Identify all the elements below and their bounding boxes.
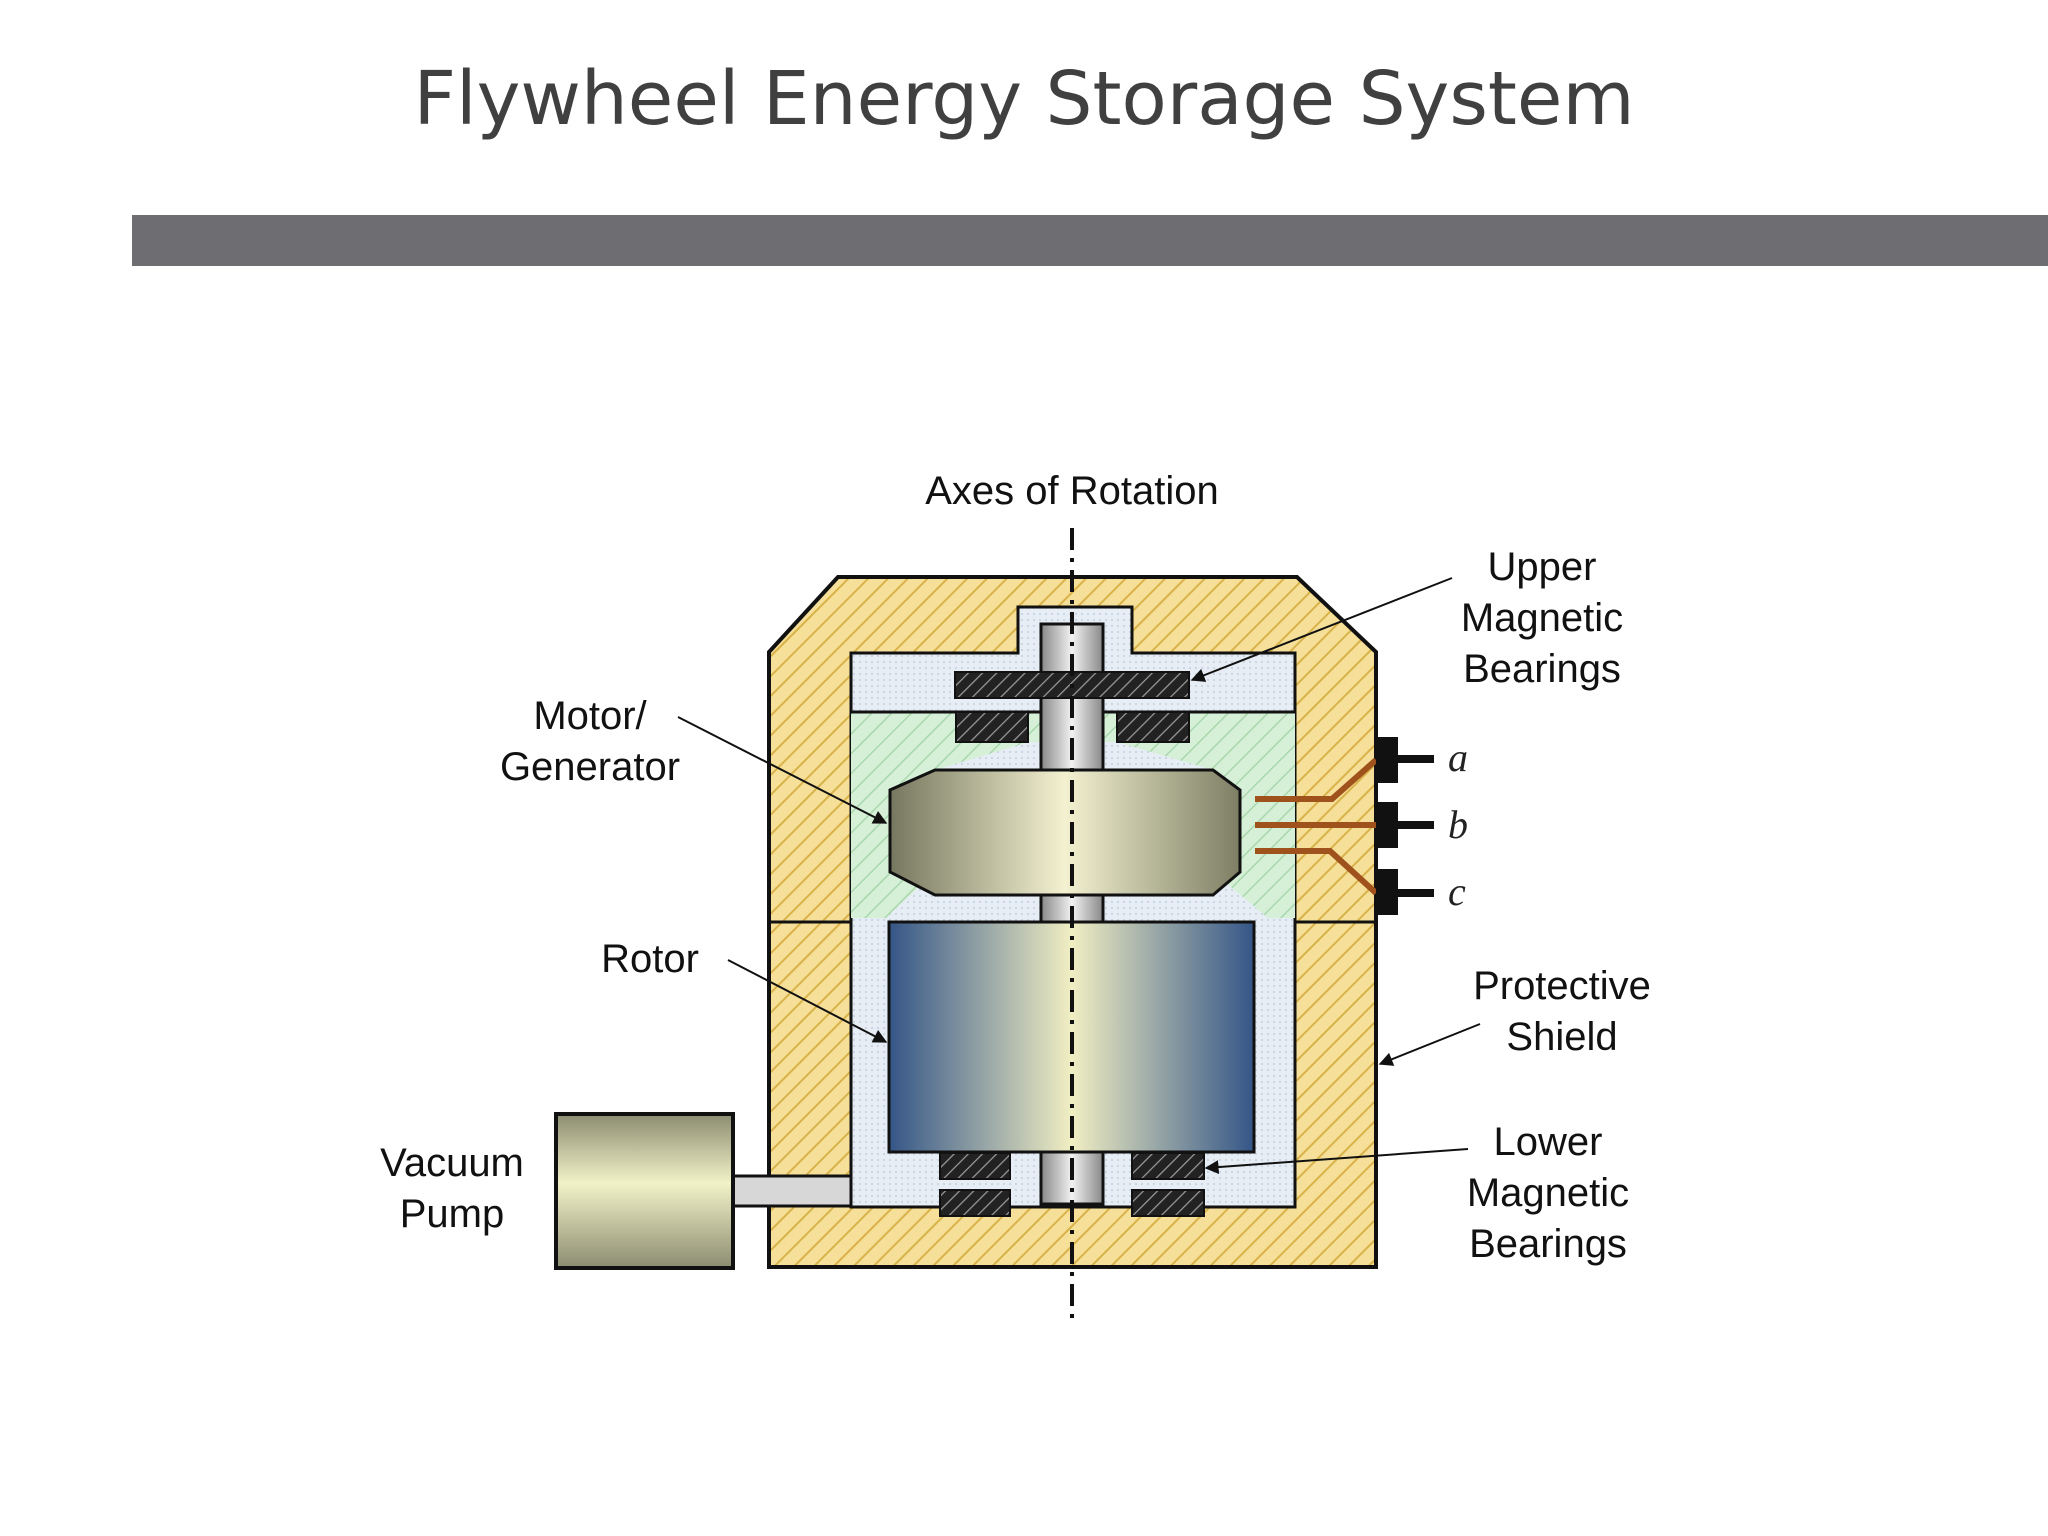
label-phase-c: c (1448, 869, 1466, 914)
label-upper-bearings-1: Upper (1488, 545, 1597, 589)
label-vacuum-pump-2: Pump (400, 1192, 505, 1236)
phase-terminals (1376, 737, 1434, 915)
title-bar (132, 215, 2048, 266)
leader-lines (677, 577, 1481, 1175)
label-lower-bearings-1: Lower (1494, 1120, 1603, 1164)
vacuum-pump (554, 1112, 853, 1270)
label-motor-generator-1: Motor/ (533, 694, 647, 738)
label-axes-of-rotation: Axes of Rotation (925, 469, 1219, 513)
motor-generator (888, 768, 1242, 897)
slide-title: Flywheel Energy Storage System (413, 56, 1635, 142)
label-vacuum-pump-1: Vacuum (380, 1141, 524, 1185)
lower-magnetic-bearings (939, 1152, 1205, 1217)
phase-wires (1255, 757, 1379, 896)
label-protective-shield-1: Protective (1473, 964, 1651, 1008)
label-upper-bearings-2: Magnetic (1461, 596, 1623, 640)
label-lower-bearings-3: Bearings (1469, 1222, 1627, 1266)
label-protective-shield-2: Shield (1506, 1015, 1617, 1059)
label-phase-b: b (1448, 802, 1468, 847)
label-rotor: Rotor (601, 937, 699, 981)
label-phase-a: a (1448, 735, 1468, 780)
label-motor-generator-2: Generator (500, 745, 680, 789)
label-lower-bearings-2: Magnetic (1467, 1171, 1629, 1215)
label-upper-bearings-3: Bearings (1463, 647, 1621, 691)
